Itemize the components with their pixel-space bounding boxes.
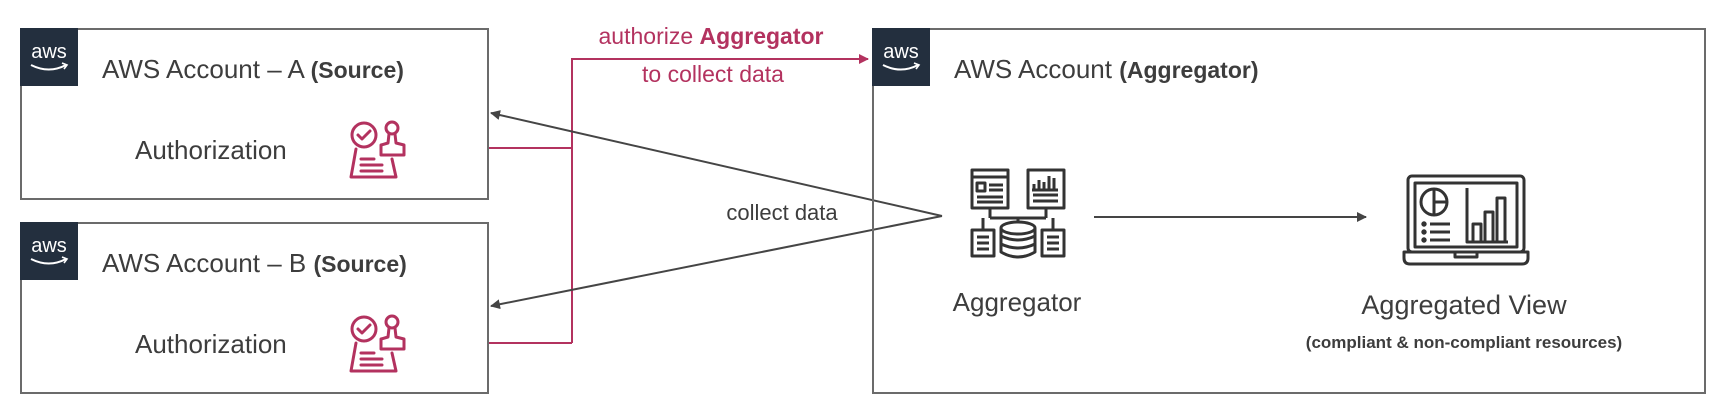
- authorization-label: Authorization: [135, 135, 287, 165]
- svg-text:aws: aws: [31, 41, 67, 63]
- aws-logo-icon: aws: [872, 28, 930, 86]
- aggregated-view-sublabel: (compliant & non-compliant resources): [1305, 333, 1623, 352]
- aws-logo-icon: aws: [20, 28, 78, 86]
- account-title: AWS Account – B (Source): [102, 250, 407, 276]
- authorization-stamp-icon: [349, 314, 406, 373]
- authorization-stamp-icon: [349, 120, 406, 179]
- authorize-label: authorize Aggregator: [599, 25, 824, 48]
- account-role: (Source): [310, 57, 404, 83]
- aggregator-database-icon: [970, 168, 1066, 259]
- collect-data-label: collect data: [726, 200, 838, 225]
- account-role: (Source): [313, 251, 407, 277]
- authorize-text: authorize: [598, 23, 700, 49]
- aggregator-account: aws AWS Account (Aggregator): [872, 28, 1706, 394]
- svg-text:aws: aws: [31, 235, 67, 257]
- account-title: AWS Account – A (Source): [102, 56, 404, 82]
- aggregator-label: Aggregator: [952, 287, 1082, 317]
- authorize-label-line2: to collect data: [642, 61, 784, 87]
- laptop-dashboard-icon: [1402, 174, 1530, 266]
- account-role: (Aggregator): [1119, 57, 1259, 83]
- account-name: AWS Account: [954, 54, 1112, 84]
- authorization-label: Authorization: [135, 329, 287, 359]
- aws-logo-icon: aws: [20, 222, 78, 280]
- aggregated-view-label: Aggregated View: [1361, 290, 1567, 320]
- authorize-target: Aggregator: [699, 23, 824, 49]
- source-account-b: aws AWS Account – B (Source) Authorizati…: [20, 222, 489, 394]
- account-title: AWS Account (Aggregator): [954, 56, 1259, 82]
- source-account-a: aws AWS Account – A (Source) Authorizati…: [20, 28, 489, 200]
- svg-text:aws: aws: [883, 41, 919, 63]
- account-name: AWS Account – B: [102, 248, 307, 278]
- account-name: AWS Account – A: [102, 54, 304, 84]
